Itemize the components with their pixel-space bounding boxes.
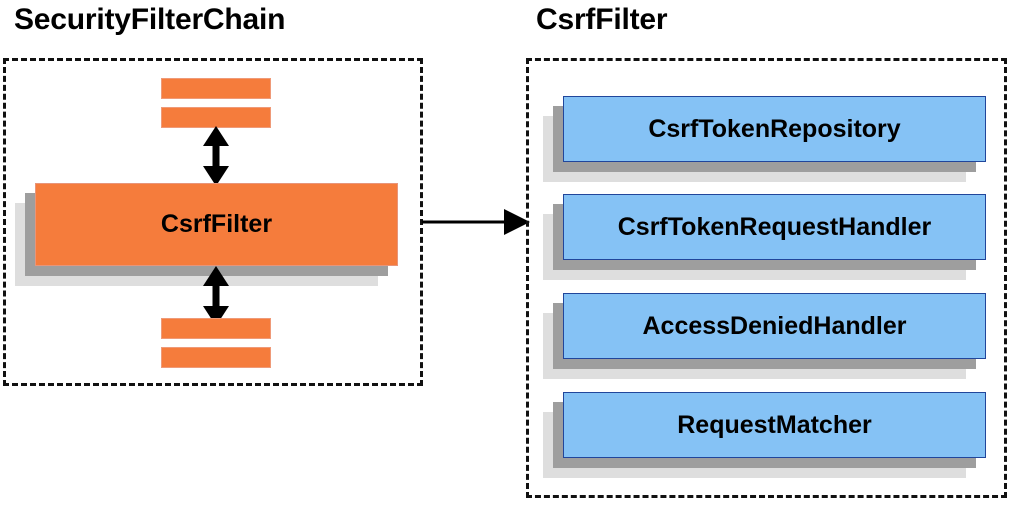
collaborator-card-request-matcher[interactable]: RequestMatcher [543, 392, 986, 478]
connector-arrow-icon [422, 209, 530, 235]
collaborator-card-access-denied-handler[interactable]: AccessDeniedHandler [543, 293, 986, 379]
csrf-filter-card[interactable]: CsrfFilter [15, 183, 398, 286]
filter-bar-above-1 [161, 78, 271, 99]
panel-title-security-filter-chain: SecurityFilterChain [14, 3, 286, 36]
collaborator-card-csrf-token-repository[interactable]: CsrfTokenRepository [543, 96, 986, 182]
double-arrow-down-icon [203, 266, 229, 326]
security-filter-chain-container [3, 58, 423, 386]
collaborator-card-label: RequestMatcher [563, 392, 986, 458]
csrf-filter-card-label: CsrfFilter [35, 183, 398, 266]
filter-bar-above-2 [161, 107, 271, 128]
csrf-filter-container [526, 58, 1007, 498]
collaborator-card-label: AccessDeniedHandler [563, 293, 986, 359]
filter-bar-below-1 [161, 318, 271, 339]
filter-bar-below-2 [161, 347, 271, 368]
collaborator-card-label: CsrfTokenRequestHandler [563, 194, 986, 260]
collaborator-card-label: CsrfTokenRepository [563, 96, 986, 162]
panel-title-csrf-filter: CsrfFilter [536, 3, 668, 36]
double-arrow-up-icon [203, 126, 229, 186]
collaborator-card-csrf-token-request-handler[interactable]: CsrfTokenRequestHandler [543, 194, 986, 280]
